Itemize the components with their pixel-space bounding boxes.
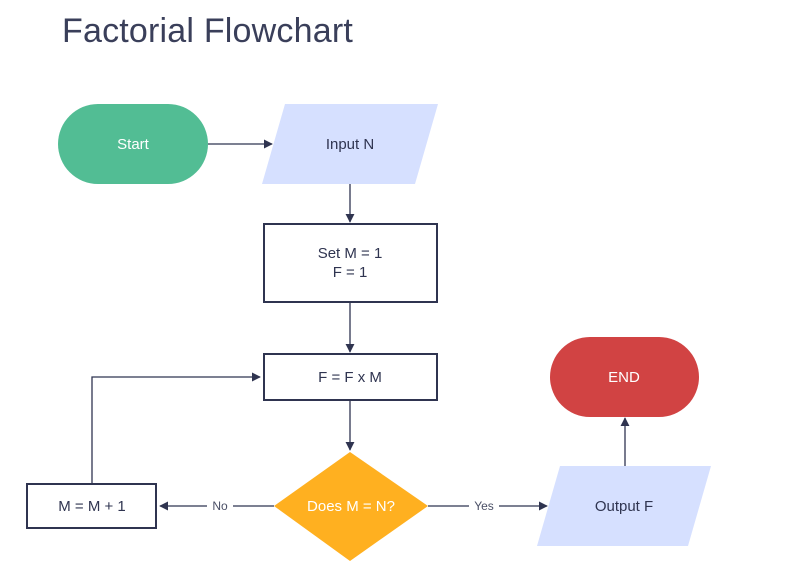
output-parallelogram-shape xyxy=(537,466,711,546)
end-label: END xyxy=(608,369,640,386)
node-input[interactable]: Input N xyxy=(262,104,438,184)
node-multiply[interactable]: F = F x M xyxy=(263,353,438,401)
end-terminator-shape xyxy=(550,337,699,417)
input-parallelogram-shape xyxy=(262,104,438,184)
increment-process-shape xyxy=(26,483,157,529)
edge-no-label: No xyxy=(212,499,228,513)
output-label: Output F xyxy=(595,498,653,515)
page-title: Factorial Flowchart xyxy=(62,12,353,50)
node-increment[interactable]: M = M + 1 xyxy=(26,483,157,529)
node-end[interactable]: END xyxy=(550,337,699,417)
edge-yes-label-bg xyxy=(469,498,499,513)
set-label-line1: Set M = 1 xyxy=(318,245,383,262)
start-label: Start xyxy=(117,136,150,153)
input-label: Input N xyxy=(326,136,374,153)
set-process-shape xyxy=(263,223,438,303)
decision-diamond-shape xyxy=(274,452,428,561)
set-label-line2: F = 1 xyxy=(333,264,368,281)
edge-yes-label: Yes xyxy=(474,499,494,513)
edge-no-label-bg xyxy=(207,498,233,513)
increment-label: M = M + 1 xyxy=(58,498,126,515)
node-decision[interactable]: Does M = N? xyxy=(274,452,428,561)
edge-increment-to-multiply xyxy=(91,372,261,484)
multiply-process-shape xyxy=(263,353,438,401)
multiply-label: F = F x M xyxy=(318,369,382,386)
start-terminator-shape xyxy=(58,104,208,184)
node-output[interactable]: Output F xyxy=(537,466,711,546)
node-set[interactable]: Set M = 1 F = 1 xyxy=(263,223,438,303)
node-start[interactable]: Start xyxy=(58,104,208,184)
decision-label: Does M = N? xyxy=(307,498,395,515)
